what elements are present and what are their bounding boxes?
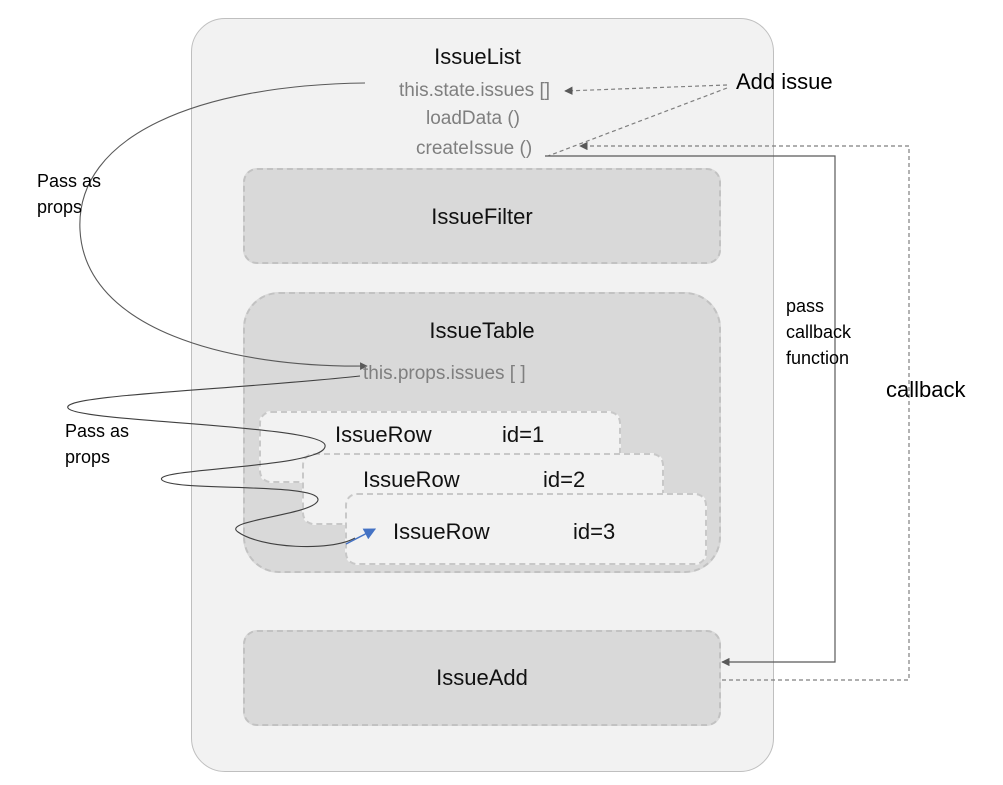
create-issue-member: createIssue () [416, 138, 533, 159]
add-issue-to-state-arrow [564, 84, 728, 95]
issue-filter-title: IssueFilter [431, 204, 533, 229]
state-issues-member: this.state.issues [] [399, 80, 551, 101]
add-issue-label: Add issue [736, 69, 833, 94]
pass-props-blue-arrow [345, 528, 377, 545]
add-issue-to-create-arrow [547, 87, 728, 157]
pass-callback-arrow [545, 155, 836, 667]
pass-as-props-label-1: Pass as props [37, 171, 102, 218]
issue-add-title: IssueAdd [436, 665, 528, 690]
callback-label: callback [886, 377, 966, 402]
callback-arrow [579, 141, 910, 681]
pass-props-curve-1 [79, 82, 368, 370]
props-issues-member: this.props.issues [ ] [363, 363, 526, 384]
issue-row-1-name: IssueRow [335, 422, 432, 447]
pass-as-props-label-2: Pass as props [65, 421, 130, 468]
issue-row-3-id: id=3 [573, 519, 616, 544]
issue-row-3-name: IssueRow [393, 519, 490, 544]
issue-row-2-id: id=2 [543, 467, 586, 492]
issue-row-1-id: id=1 [502, 422, 545, 447]
load-data-member: loadData () [426, 108, 520, 129]
issue-row-3-box [345, 493, 707, 565]
issue-table-title: IssueTable [429, 318, 535, 343]
pass-callback-label: pass callback function [786, 296, 852, 369]
issue-row-2-name: IssueRow [363, 467, 460, 492]
issue-add-box [243, 630, 721, 726]
pass-props-curve-2 [67, 375, 361, 548]
issue-filter-box [243, 168, 721, 264]
issue-list-title: IssueList [434, 44, 521, 69]
